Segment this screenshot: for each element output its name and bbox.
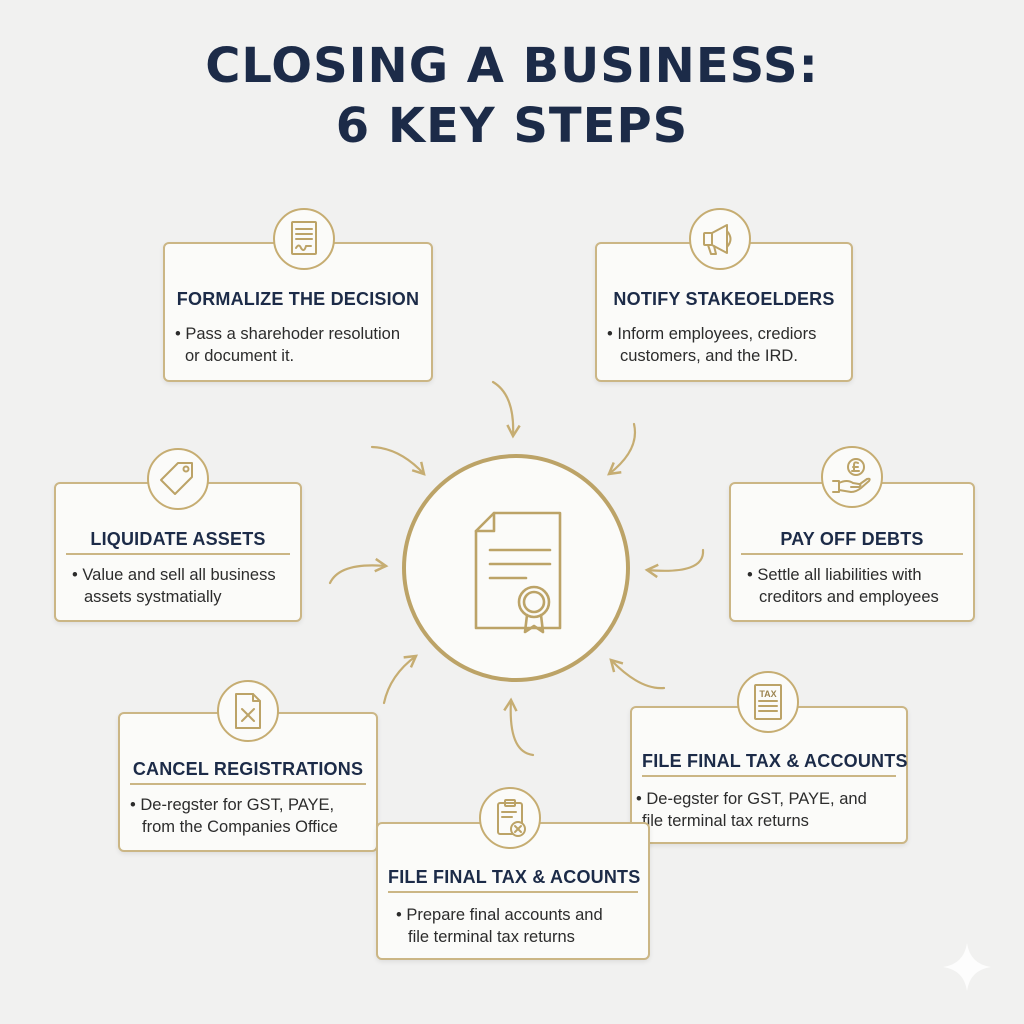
heading-divider	[66, 553, 290, 555]
step-heading: FILE FINAL TAX & ACOUNTS	[388, 867, 641, 887]
step-description-line: • Settle all liabilities with	[747, 566, 922, 584]
arrow-bottom	[503, 697, 535, 757]
central-certificate-circle	[402, 454, 630, 682]
step-description-line: or document it.	[185, 347, 295, 365]
step-icon-badge: TAX	[737, 671, 799, 733]
heading-divider	[388, 891, 638, 893]
arrow-top-left	[491, 380, 521, 439]
step-description-line: assets systmatially	[84, 588, 222, 606]
step-description: • De-regster for GST, PAYE, from the Com…	[130, 794, 338, 838]
step-description: • De-еgster for GST, PAYE, and file term…	[636, 788, 867, 832]
arrow-lower-left	[382, 654, 419, 705]
step-description: • Settle all liabilities with creditors …	[747, 564, 939, 608]
arrow-right	[644, 548, 705, 579]
page-title-line-2: 6 KEY STEPS	[335, 98, 689, 154]
step-icon-badge	[821, 446, 883, 508]
arrow-upper-left	[370, 445, 426, 476]
megaphone-icon	[703, 224, 732, 255]
step-description-line: • Value and sell all business	[72, 566, 276, 584]
step-description-line: • Inform employees, crediors	[607, 325, 817, 343]
heading-divider	[741, 553, 963, 555]
hand-coin-icon	[832, 458, 871, 493]
arrow-top-right	[607, 422, 637, 476]
arrow-left	[328, 557, 389, 585]
step-description-line: customers, and the IRD.	[620, 347, 798, 365]
step-description-line: • De-еgster for GST, PAYE, and	[636, 790, 867, 808]
step-icon-badge	[479, 787, 541, 849]
step-heading: NOTIFY STAKEOELDERS	[613, 289, 835, 309]
step-description-line: creditors and employees	[759, 588, 939, 606]
step-description-line: • Prepare final accounts and	[396, 906, 603, 924]
step-description-line: • De-regster for GST, PAYE,	[130, 796, 335, 814]
step-icon-badge	[217, 680, 279, 742]
clipboard-cancel-icon	[497, 799, 526, 837]
step-description: • Pass a sharehoder resolution or docume…	[175, 323, 400, 367]
step-description-line: file terminal tax returns	[642, 812, 809, 830]
step-icon-badge	[689, 208, 751, 270]
tax-form-icon: TAX	[754, 684, 782, 720]
step-icon-badge	[273, 208, 335, 270]
document-cancel-icon	[235, 693, 261, 729]
step-icon-badge	[147, 448, 209, 510]
price-tag-icon	[160, 462, 193, 495]
step-heading: FILE FINAL TAX & ACCOUNTS	[642, 751, 908, 771]
sparkle-icon	[943, 943, 991, 991]
page-title-line-1: CLOSING A BUSINESS:	[205, 38, 819, 94]
step-card-liquidate-assets: LIQUIDATE ASSETS • Value and sell all bu…	[54, 482, 302, 622]
step-description: • Inform employees, crediors customers, …	[607, 323, 816, 367]
step-heading: FORMALIZE THE DECISION	[176, 289, 420, 309]
step-description-line: file terminal tax returns	[408, 928, 575, 946]
certificate-document-icon	[474, 511, 562, 634]
heading-divider	[130, 783, 366, 785]
step-description: • Value and sell all business assets sys…	[72, 564, 276, 608]
step-description-line: from the Companies Office	[142, 818, 338, 836]
tax-label: TAX	[759, 689, 776, 699]
step-heading: PAY OFF DEBTS	[780, 529, 924, 549]
step-heading: CANCEL REGISTRATIONS	[132, 759, 364, 779]
step-heading: LIQUIDATE ASSETS	[90, 529, 266, 549]
arrow-lower-right	[609, 658, 666, 690]
step-description: • Prepare final accounts and file termin…	[396, 904, 603, 948]
step-description-line: • Pass a sharehoder resolution	[175, 325, 400, 343]
heading-divider	[642, 775, 896, 777]
document-signature-icon	[291, 221, 317, 255]
